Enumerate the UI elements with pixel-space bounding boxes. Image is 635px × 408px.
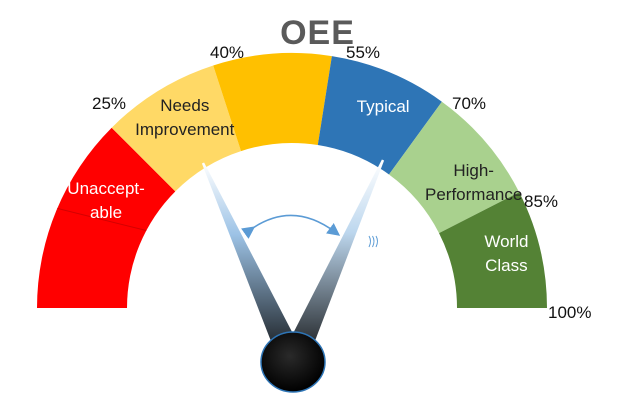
band-label-line: Class [485, 255, 528, 275]
swing-arrow [241, 214, 341, 239]
band-label-line: Unaccept- [67, 178, 145, 198]
gauge-band-4 [388, 101, 520, 234]
tick-label-55: 55% [346, 43, 381, 62]
gauge-bands [37, 53, 547, 308]
gauge-band-5 [439, 192, 547, 308]
tick-label-100: 100% [548, 303, 592, 322]
band-label-line: able [89, 202, 123, 222]
band-label-0: Unaccept-able [67, 177, 144, 225]
band-seam-line [57, 207, 147, 232]
band-label-line: High- [453, 161, 494, 181]
motion-mark [372, 235, 375, 248]
swing-indicator [241, 214, 378, 248]
left-needle [201, 162, 305, 368]
right-needle [281, 159, 385, 368]
gauge-needles [201, 159, 385, 393]
band-label-line: Needs [160, 96, 210, 116]
band-label-line: Typical [356, 97, 410, 117]
gauge-band-1 [111, 65, 242, 192]
tick-label-70: 70% [452, 94, 487, 113]
tick-label-85: 85% [524, 192, 559, 211]
tick-label-25: 25% [92, 94, 127, 113]
tick-label-40: 40% [210, 43, 245, 62]
needle-hub [260, 331, 326, 393]
gauge-band-0 [37, 127, 176, 308]
band-label-line: World [484, 231, 529, 251]
band-label-3: Typical [357, 95, 410, 119]
band-label-line: Performance [425, 185, 523, 205]
gauge-band-2 [213, 53, 332, 152]
band-label-4: High- Performance [425, 159, 522, 207]
gauge-title: OEE [280, 14, 355, 52]
band-label-line: Improvement [135, 120, 235, 140]
motion-mark [368, 235, 371, 248]
gauge-band-3 [317, 56, 442, 175]
motion-mark [375, 235, 378, 248]
